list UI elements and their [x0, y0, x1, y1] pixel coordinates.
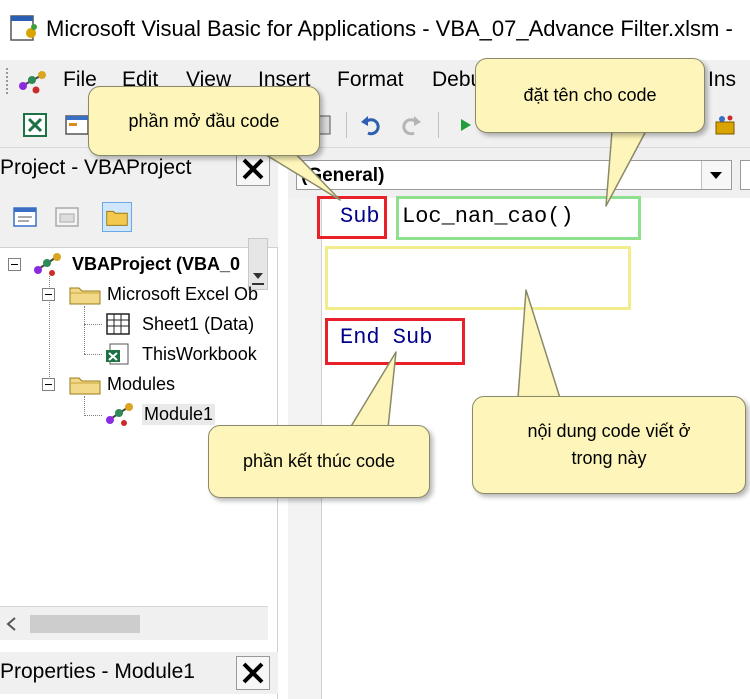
collapse-icon[interactable]: [42, 288, 55, 301]
left-dock: Project - VBAProject: [0, 148, 278, 699]
menu-addins[interactable]: Ins: [708, 68, 737, 91]
workbook-icon: [106, 343, 129, 365]
project-tree: VBAProject (VBA_0 Microsoft Excel Ob She…: [0, 248, 268, 608]
procedure-dropdown[interactable]: [740, 160, 750, 190]
insert-userform-icon[interactable]: [64, 112, 90, 138]
object-dropdown[interactable]: (General): [296, 160, 732, 190]
module-icon: [106, 403, 133, 426]
scroll-left-arrow-icon[interactable]: [4, 616, 20, 632]
callout-text-line: trong này: [571, 448, 647, 468]
tree-item-thisworkbook[interactable]: ThisWorkbook: [0, 340, 268, 368]
callout-text-line: nội dung code viết ở: [527, 421, 691, 441]
folder-icon: [69, 287, 101, 305]
name-highlight-box: [396, 196, 641, 240]
tree-item-label: Module1: [142, 404, 216, 425]
chevron-down-icon: [710, 172, 722, 179]
vba-app-icon: [10, 15, 37, 41]
toolbar-separator: [438, 112, 439, 138]
sub-keyword[interactable]: Sub: [340, 204, 380, 229]
object-dropdown-value: (General): [301, 165, 385, 186]
sub-highlight-box: [317, 196, 387, 239]
end-sub-line[interactable]: End Sub: [340, 325, 433, 350]
project-pane-title: Project - VBAProject: [0, 156, 192, 179]
scroll-down-arrow-icon: [252, 273, 264, 285]
tree-item-vbaproject[interactable]: VBAProject (VBA_0: [0, 250, 268, 278]
menu-insert[interactable]: Insert: [258, 68, 311, 91]
project-pane-toolbar: [0, 190, 278, 290]
properties-pane-header: Properties - Module1: [0, 652, 278, 694]
callout-code-end: phần kết thúc code: [208, 425, 430, 498]
callout-text: phần kết thúc code: [242, 451, 396, 471]
properties-pane-title: Properties - Module1: [0, 660, 195, 683]
tree-connector: [84, 415, 102, 416]
object-dropdown-button[interactable]: [701, 161, 731, 189]
tree-vertical-scrollbar[interactable]: [248, 238, 268, 290]
toolbar-separator: [346, 112, 347, 138]
body-highlight-box: [325, 246, 631, 310]
menu-edit[interactable]: Edit: [122, 68, 159, 91]
menu-format[interactable]: Format: [337, 68, 404, 91]
vbaproject-icon: [34, 253, 61, 276]
toggle-folders-icon[interactable]: [102, 202, 132, 232]
redo-icon[interactable]: [398, 112, 424, 138]
tree-horizontal-scrollbar[interactable]: [0, 606, 268, 640]
callout-code-name: đặt tên cho code: [475, 58, 705, 133]
properties-pane-close-button[interactable]: [236, 656, 270, 690]
tree-connector: [84, 324, 102, 325]
tree-connector: [84, 306, 85, 354]
menu-grip[interactable]: [6, 68, 10, 94]
scrollbar-thumb[interactable]: [30, 615, 140, 633]
undo-icon[interactable]: [358, 112, 384, 138]
tree-item-sheet1[interactable]: Sheet1 (Data): [0, 310, 268, 338]
collapse-icon[interactable]: [42, 378, 55, 391]
callout-code-start: phần mở đầu code: [88, 86, 320, 156]
tree-item-label: ThisWorkbook: [142, 344, 257, 364]
tree-item-label: Modules: [107, 374, 176, 394]
project-pane-close-button[interactable]: [236, 152, 270, 186]
tree-item-excel-objects[interactable]: Microsoft Excel Ob: [0, 280, 268, 308]
folder-icon: [69, 377, 101, 395]
tree-connector: [49, 276, 50, 379]
tree-item-label: VBAProject (VBA_0: [72, 254, 241, 274]
menu-view[interactable]: View: [186, 68, 232, 91]
run-icon[interactable]: [452, 112, 478, 138]
close-icon: [242, 158, 264, 180]
tree-connector: [84, 396, 85, 416]
excel-icon[interactable]: [22, 112, 48, 138]
code-window-header: (General): [288, 148, 750, 198]
view-object-icon[interactable]: [52, 202, 82, 232]
close-icon: [242, 662, 264, 684]
tree-item-label: Sheet1 (Data): [142, 314, 255, 334]
view-code-icon[interactable]: [10, 202, 40, 232]
sub-name[interactable]: Loc_nan_cao(): [402, 204, 574, 229]
end-sub-highlight-box: [325, 318, 465, 365]
callout-code-body: nội dung code viết ở trong này: [472, 396, 746, 494]
collapse-icon[interactable]: [8, 258, 21, 271]
tree-item-module1[interactable]: Module1: [0, 400, 268, 428]
tree-connector: [84, 354, 102, 355]
tree-item-label: Microsoft Excel Ob: [107, 284, 259, 304]
sheet-icon: [106, 313, 130, 335]
tree-item-modules[interactable]: Modules: [0, 370, 268, 398]
menu-file[interactable]: File: [63, 68, 97, 91]
callout-text: phần mở đầu code: [128, 110, 280, 131]
window-title: Microsoft Visual Basic for Applications …: [46, 16, 733, 41]
title-bar: Microsoft Visual Basic for Applications …: [0, 0, 750, 60]
vba-editor-icon: [19, 71, 46, 94]
toolbox-icon[interactable]: [712, 112, 738, 138]
callout-text: đặt tên cho code: [523, 85, 657, 105]
